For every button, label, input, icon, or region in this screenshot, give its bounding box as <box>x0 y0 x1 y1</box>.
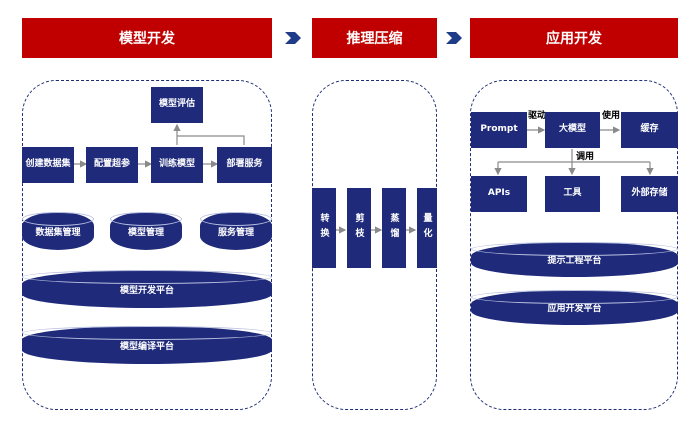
model-development-platform: 模型开发平台 <box>22 270 272 308</box>
dataset-management-label: 数据集管理 <box>35 227 81 238</box>
cylinder-top <box>471 290 678 304</box>
cylinder-top <box>471 242 678 256</box>
application-development-panel <box>470 80 678 410</box>
configure-hyperparameters-box: 配置超参 <box>86 147 138 183</box>
apis-box: APIs <box>471 176 527 212</box>
cylinder-top <box>200 212 272 226</box>
create-dataset-box: 创建数据集 <box>22 147 74 183</box>
model-compilation-platform-label: 模型编译平台 <box>119 341 174 352</box>
model-management-cylinder: 模型管理 <box>110 212 182 250</box>
application-development-platform: 应用开发平台 <box>471 290 678 325</box>
cylinder-top <box>22 212 94 226</box>
drive-label: 驱动 <box>528 111 547 121</box>
cache-box: 缓存 <box>621 112 678 148</box>
tools-box: 工具 <box>545 176 600 212</box>
prompt-box: Prompt <box>471 112 527 148</box>
prompt-engineering-platform: 提示工程平台 <box>471 242 678 277</box>
train-model-box: 训练模型 <box>151 147 203 183</box>
chevron-right-icon <box>285 32 301 44</box>
service-management-label: 服务管理 <box>217 227 254 238</box>
model-management-label: 模型管理 <box>127 227 164 238</box>
model-compilation-platform: 模型编译平台 <box>22 326 272 364</box>
quantization-step: 量化 <box>417 188 437 268</box>
external-storage-box: 外部存储 <box>621 176 678 212</box>
pruning-step: 剪枝 <box>347 188 371 268</box>
cylinder-top <box>22 270 272 284</box>
cylinder-top <box>22 326 272 340</box>
prompt-engineering-platform-label: 提示工程平台 <box>547 256 602 266</box>
model-evaluation-box: 模型评估 <box>151 87 203 123</box>
call-label: 调用 <box>576 152 595 162</box>
application-development-platform-label: 应用开发平台 <box>547 304 602 314</box>
header-inference-compression: 推理压缩 <box>312 18 437 58</box>
deploy-service-box: 部署服务 <box>217 147 272 183</box>
model-development-platform-label: 模型开发平台 <box>119 285 174 296</box>
chevron-right-icon <box>446 32 462 44</box>
dataset-management-cylinder: 数据集管理 <box>22 212 94 250</box>
header-application-development: 应用开发 <box>470 18 678 58</box>
model-development-panel <box>22 80 272 410</box>
use-label: 使用 <box>602 111 621 121</box>
distillation-step: 蒸馏 <box>382 188 406 268</box>
large-model-box: 大模型 <box>545 112 600 148</box>
conversion-step: 转换 <box>312 188 336 268</box>
service-management-cylinder: 服务管理 <box>200 212 272 250</box>
header-model-development: 模型开发 <box>22 18 272 58</box>
cylinder-top <box>110 212 182 226</box>
